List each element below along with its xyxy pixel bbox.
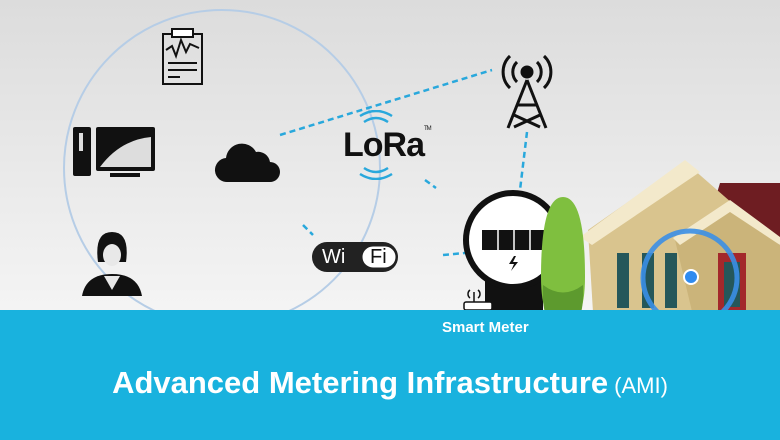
title-main: Advanced Metering Infrastructure (112, 365, 609, 400)
title-band (0, 310, 780, 440)
lora-signal-icon (359, 110, 393, 180)
wifi-wi-label: Wi (322, 246, 346, 268)
cloud-icon (214, 143, 280, 183)
clipboard-report-icon (162, 28, 203, 85)
smart-meter-icon (463, 190, 563, 312)
location-pin-icon (683, 269, 699, 285)
wifi-logo: Wi Fi (312, 240, 398, 274)
title-abbr: (AMI) (614, 373, 668, 398)
smart-meter-label: Smart Meter (442, 319, 529, 336)
cell-tower-icon (501, 54, 553, 129)
wifi-fi-label: Fi (370, 246, 387, 268)
lora-logo: LoRaTM (343, 126, 432, 165)
router-icon (463, 289, 493, 311)
lora-trademark: TM (424, 126, 432, 132)
support-agent-icon (82, 232, 142, 296)
page-title: Advanced Metering Infrastructure(AMI) (0, 365, 780, 401)
lora-label: LoRa (343, 126, 425, 164)
connection-lines (279, 68, 529, 257)
computer-icon (73, 127, 155, 177)
